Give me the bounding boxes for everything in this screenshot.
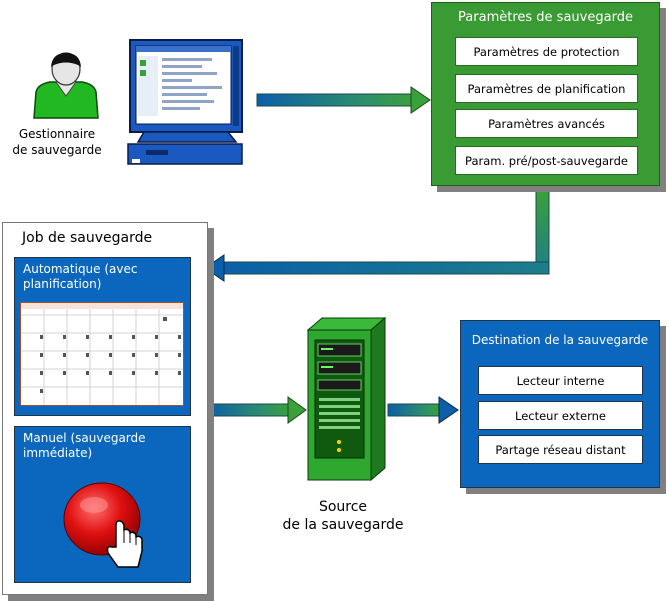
pre-post-backup-item[interactable]: Param. pré/post-sauvegarde [455,146,638,175]
schedule-settings-item[interactable]: Paramètres de planification [455,74,638,103]
internal-drive-item[interactable]: Lecteur interne [478,366,643,395]
remote-network-share-item[interactable]: Partage réseau distant [478,435,643,464]
server-icon [306,316,387,482]
arrow-settings-to-job [204,190,550,282]
automatic-job-label: Automatique (avec planification) [23,262,138,291]
backup-source-label: Source de la sauvegarde [258,498,428,534]
manual-job-box[interactable]: Manuel (sauvegarde immédiate) [14,426,191,583]
backup-job-panel: Job de sauvegarde Automatique (avec plan… [2,222,208,595]
user-icon [33,52,99,119]
backup-destination-title: Destination de la sauvegarde [471,333,649,347]
hand-pointer-icon [106,520,143,568]
backup-settings-panel: Paramètres de sauvegarde Paramètres de p… [431,2,660,186]
backup-settings-title: Paramètres de sauvegarde [458,10,633,25]
manager-label-line2: de sauvegarde [12,143,102,157]
advanced-settings-item[interactable]: Paramètres avancés [455,109,638,138]
arrow-server-to-destination [387,396,459,424]
automatic-job-box[interactable]: Automatique (avec planification) [14,257,191,416]
external-drive-item[interactable]: Lecteur externe [478,401,643,430]
arrow-job-to-server [206,396,307,424]
backup-source-line1: Source [318,499,368,515]
backup-job-title: Job de sauvegarde [22,230,153,246]
red-button-icon [63,482,143,568]
computer-icon [127,39,243,165]
manager-label-line1: Gestionnaire [18,127,96,141]
calendar-icon [20,302,184,406]
backup-destination-panel: Destination de la sauvegarde Lecteur int… [460,320,660,488]
backup-source-line2: de la sauvegarde [282,517,404,533]
manager-label: Gestionnaire de sauvegarde [2,126,112,158]
manual-job-label: Manuel (sauvegarde immédiate) [23,431,146,460]
arrow-computer-to-settings [256,86,431,114]
protection-settings-item[interactable]: Paramètres de protection [455,37,638,66]
